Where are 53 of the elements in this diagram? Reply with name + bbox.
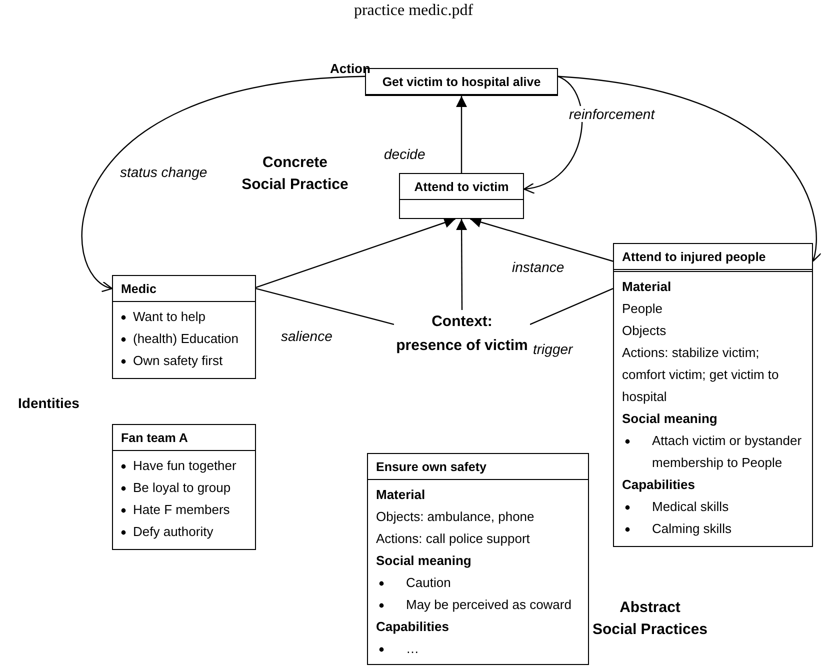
list-item: Want to help — [133, 308, 207, 326]
box-title: Attend to victim — [400, 174, 523, 200]
body-text: People — [622, 300, 664, 318]
section-heading: Capabilities — [622, 476, 696, 494]
body-text: Actions: call police support — [376, 530, 531, 548]
section-label: Identities — [18, 394, 80, 413]
class-box — [399, 173, 524, 219]
class-box — [367, 453, 589, 665]
class-box — [112, 275, 256, 379]
body-text: Objects: ambulance, phone — [376, 508, 536, 526]
edge-label: status change — [118, 164, 210, 180]
list-item: May be perceived as coward — [406, 596, 572, 614]
list-item: Have fun together — [133, 457, 238, 475]
arrow — [470, 216, 614, 262]
list-item: Caution — [406, 574, 452, 592]
body-text: Objects — [622, 322, 668, 340]
arrow — [523, 76, 583, 193]
body-text: Actions: stabilize victim; comfort victim; get victim to hospital — [622, 344, 780, 406]
class-box — [112, 424, 256, 550]
arrow — [456, 96, 467, 173]
list-item: Own safety first — [133, 352, 224, 370]
list-item: Calming skills — [652, 520, 732, 538]
list-item: Defy authority — [133, 523, 214, 541]
section-heading: Social meaning — [622, 410, 718, 428]
list-item: … — [406, 640, 420, 658]
section-label: Abstract Social Practices — [591, 598, 709, 640]
section-heading: Material — [376, 486, 426, 504]
arrow — [558, 76, 821, 262]
arrow — [81, 76, 366, 290]
edge-label: salience — [279, 328, 334, 344]
section-heading: Social meaning — [376, 552, 472, 570]
list-item: Medical skills — [652, 498, 730, 516]
section-heading: Material — [622, 278, 672, 296]
list-item: (health) Education — [133, 330, 240, 348]
file-title: practice medic.pdf — [352, 2, 474, 20]
box-title: Ensure own safety — [368, 454, 588, 480]
list-item: Hate F members — [133, 501, 231, 519]
connector-line — [530, 288, 614, 325]
edge-label: reinforcement — [567, 106, 657, 122]
box-title: Attend to injured people — [614, 244, 812, 272]
section-heading: Capabilities — [376, 618, 450, 636]
section-label: Concrete Social Practice — [240, 153, 350, 195]
box-title: Medic — [113, 276, 255, 302]
arrow — [256, 217, 456, 288]
list-item: Attach victim or bystander membership to People — [652, 432, 803, 472]
list-item: Be loyal to group — [133, 479, 232, 497]
arrow — [456, 219, 468, 310]
edge-label: trigger — [531, 341, 575, 357]
class-box — [613, 243, 813, 547]
connector-line — [256, 288, 394, 325]
edge-label: instance — [510, 259, 566, 275]
edge-label: decide — [382, 146, 428, 162]
box-title: Fan team A — [113, 425, 255, 451]
